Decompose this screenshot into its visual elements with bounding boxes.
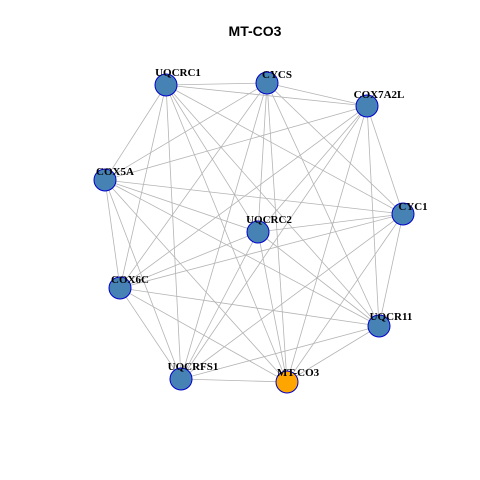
- edge-cox6c-uqcrfs1: [119, 287, 182, 380]
- edge-cox7a2l-uqcrc2: [257, 105, 368, 233]
- node-layer: [93, 71, 415, 394]
- edge-uqcrc1-uqcrfs1: [165, 84, 182, 380]
- edge-uqcrc1-uqcrc2: [165, 84, 259, 233]
- edge-cycs-cyc1: [266, 82, 404, 215]
- edge-uqcrc1-cox6c: [119, 84, 167, 289]
- edge-uqcrfs1-mt-co3: [180, 378, 288, 383]
- node-cyc1[interactable]: [391, 202, 415, 226]
- node-uqcrc2[interactable]: [246, 220, 270, 244]
- node-label-uqcrc2: UQCRC2: [246, 214, 292, 226]
- node-label-uqcrfs1: UQCRFS1: [168, 361, 219, 373]
- edge-cox7a2l-mt-co3: [286, 105, 368, 383]
- node-cox7a2l[interactable]: [355, 94, 379, 118]
- edge-cyc1-uqcrfs1: [180, 213, 404, 380]
- edge-cyc1-uqcr11: [378, 213, 404, 327]
- node-uqcrfs1[interactable]: [169, 367, 193, 391]
- edge-uqcrc1-mt-co3: [165, 84, 288, 383]
- edge-cox5a-mt-co3: [104, 179, 288, 383]
- edge-uqcr11-uqcrfs1: [180, 325, 380, 380]
- edge-uqcrc1-cycs: [165, 82, 268, 86]
- edge-cycs-cox6c: [119, 82, 268, 289]
- edge-cycs-uqcrc2: [257, 82, 268, 233]
- edge-layer: [104, 82, 404, 383]
- edge-cox6c-mt-co3: [119, 287, 288, 383]
- edge-cox5a-cyc1: [104, 179, 404, 215]
- edge-uqcrc2-mt-co3: [257, 231, 288, 383]
- edge-cox5a-cox6c: [104, 179, 121, 289]
- edge-uqcrc2-uqcr11: [257, 231, 380, 327]
- node-label-uqcrc1: UQCRC1: [155, 67, 201, 79]
- edge-uqcrc1-cyc1: [165, 84, 404, 215]
- node-label-cox6c: COX6C: [111, 274, 149, 286]
- edge-cox5a-uqcrfs1: [104, 179, 182, 380]
- diagram-title: MT-CO3: [229, 23, 282, 39]
- node-label-cox5a: COX5A: [96, 166, 134, 178]
- edge-cox5a-uqcr11: [104, 179, 380, 327]
- node-cox5a[interactable]: [93, 168, 117, 192]
- edge-cycs-uqcrfs1: [180, 82, 268, 380]
- node-label-cyc1: CYC1: [398, 201, 427, 213]
- node-uqcrc1[interactable]: [154, 73, 178, 97]
- edge-uqcrc2-uqcrfs1: [180, 231, 259, 380]
- node-cox6c[interactable]: [108, 276, 132, 300]
- edge-cox7a2l-uqcr11: [366, 105, 380, 327]
- edge-uqcrc2-cox6c: [119, 231, 259, 289]
- edge-cyc1-uqcrc2: [257, 213, 404, 233]
- node-label-cox7a2l: COX7A2L: [354, 89, 405, 101]
- edge-uqcrc1-uqcr11: [165, 84, 380, 327]
- edge-cox7a2l-cox6c: [119, 105, 368, 289]
- node-label-mt-co3: MT-CO3: [277, 367, 320, 379]
- node-uqcr11[interactable]: [367, 314, 391, 338]
- edge-cycs-cox5a: [104, 82, 268, 181]
- node-mt-co3[interactable]: [275, 370, 299, 394]
- edge-uqcrc1-cox5a: [104, 84, 167, 181]
- node-label-cycs: CYCS: [262, 69, 292, 81]
- edge-cox6c-uqcr11: [119, 287, 380, 327]
- edge-cox7a2l-cox5a: [104, 105, 368, 181]
- node-label-uqcr11: UQCR11: [370, 311, 413, 323]
- edge-cyc1-mt-co3: [286, 213, 404, 383]
- edge-cox7a2l-uqcrfs1: [180, 105, 368, 380]
- edge-cycs-cox7a2l: [266, 82, 368, 107]
- edge-cox7a2l-cyc1: [366, 105, 404, 215]
- edge-cox5a-uqcrc2: [104, 179, 259, 233]
- node-cycs[interactable]: [255, 71, 279, 95]
- edge-uqcr11-mt-co3: [286, 325, 380, 383]
- edge-cycs-mt-co3: [266, 82, 288, 383]
